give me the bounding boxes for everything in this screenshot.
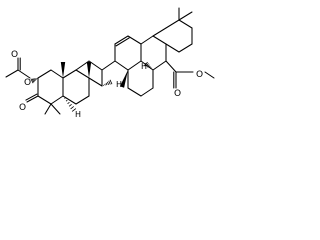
gem-dimethyl-b <box>178 11 193 21</box>
acetyl-carbonyl-oxygen-label: O <box>11 50 18 60</box>
h-c18-label: H <box>141 62 147 71</box>
ketone-double-bond <box>26 95 39 103</box>
ring-b-c9-c8 <box>75 69 90 79</box>
ring-e-top-f <box>165 19 180 29</box>
ester-oxygen-label: O <box>24 78 31 88</box>
ring-d-c12-double-bond <box>114 35 129 45</box>
c2-acetoxy-hash <box>30 77 38 84</box>
oleanane-triterpenoid-structure: O O O O O H H H <box>5 7 215 119</box>
skeleton-bonds <box>5 7 215 115</box>
c4-methyl-b <box>50 103 61 115</box>
ring-b-c7-c6 <box>75 95 90 105</box>
ring-c-c9-c11 <box>75 60 90 71</box>
ketone-double-bond-second <box>25 93 38 101</box>
c4-methyl-a <box>44 103 52 115</box>
ring-e-top-d <box>152 60 167 71</box>
ring-e-top-i <box>178 43 193 53</box>
ester-methyl <box>204 71 215 79</box>
c8-methyl-wedge <box>86 62 92 78</box>
ring-c-c11-c12 <box>88 60 103 71</box>
c5-h-hash <box>64 97 77 112</box>
h-c9-label: H <box>116 80 122 89</box>
ring-e-c21-c20 <box>140 87 154 97</box>
ring-e-top-b <box>152 35 167 45</box>
c10-methyl-wedge <box>60 62 66 78</box>
stereo-bonds <box>30 61 153 112</box>
ketone-oxygen-label: O <box>19 103 26 113</box>
ring-a-c5-c4 <box>50 95 64 105</box>
c14-methyl-wedge <box>119 70 128 88</box>
methyl-ester-link-oxygen-label: O <box>196 70 203 80</box>
ring-d-c13-c14 <box>127 35 142 45</box>
ring-a-c1-c10 <box>50 69 64 79</box>
ring-a-c4-c3 <box>37 95 52 105</box>
c17-carboxyl-bond <box>165 60 177 73</box>
c9-h-hash <box>102 79 113 86</box>
ring-e-c22-c21 <box>127 87 142 97</box>
ring-e-top-g <box>178 19 193 29</box>
ring-e-top-e <box>152 27 167 37</box>
methyl-ester-carbonyl-oxygen-label: O <box>174 89 181 99</box>
acetoxy-methyl <box>5 69 19 78</box>
ring-d-c12-double-bond-second <box>115 37 130 47</box>
acetoxy-o-carbonyl-c <box>17 69 31 79</box>
ring-e-top-j <box>165 43 180 53</box>
ring-e-top-a <box>140 35 154 45</box>
ring-b-c10-c9 <box>62 69 77 79</box>
c18-h-hash <box>144 61 153 70</box>
h-c5-label: H <box>75 110 81 119</box>
ring-c-c13-c8 <box>88 77 103 87</box>
ring-d-c12-c18 <box>101 60 116 71</box>
ring-d-c16-c17 <box>114 60 129 71</box>
ring-d-c15-c16 <box>127 60 142 71</box>
ring-a-c2-c1 <box>37 69 52 79</box>
ring-b-c6-c5 <box>62 95 77 105</box>
